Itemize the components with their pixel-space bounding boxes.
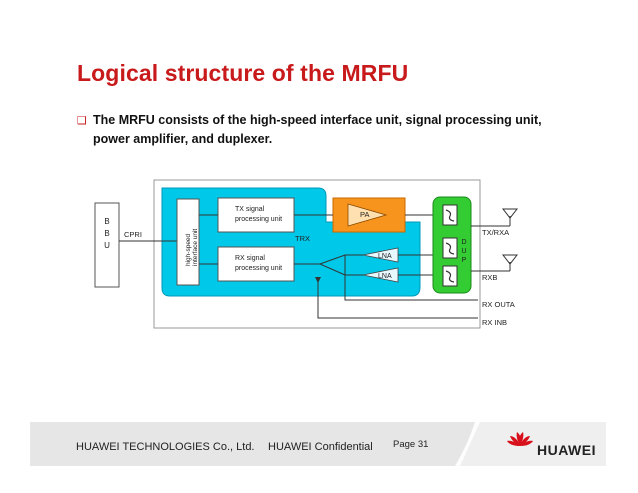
antenna-b-icon [501,254,519,265]
rx-label-1: RX signal [235,255,265,262]
rx-inb-line [315,277,478,319]
slide-title: Logical structure of the MRFU [77,60,409,86]
tx-label-1: TX signal [235,206,265,213]
port-rxouta: RX OUTA [482,300,515,309]
tx-box [217,197,295,233]
rx-outa-line [344,255,478,301]
bullet-icon: ❑ [77,114,87,127]
dup-label-u: U [461,248,466,255]
hsi-label-1: high-speed [185,233,192,266]
footer-page: Page 31 [393,439,429,450]
hsi-box [176,198,200,286]
rx-label-2: processing unit [235,265,282,272]
bullet-text: The MRFU consists of the high-speed inte… [93,113,542,146]
port-rxinb: RX INB [482,318,507,327]
rx-box [217,246,295,282]
dup-label-p: P [462,257,467,264]
footer-confidential: HUAWEI Confidential [268,441,373,453]
bbu-box [94,202,120,288]
antenna-a-icon [501,208,519,219]
bbu-label-b1: B [104,217,109,226]
port-rxb: RXB [482,273,497,282]
bbu-label-b2: B [104,229,109,238]
pa-label: PA [360,210,369,219]
trx-label: TRX [295,234,310,243]
huawei-logo-icon [507,432,533,446]
cpri-label: CPRI [124,230,142,239]
hsi-label-2: interface unit [192,229,199,266]
footer-company: HUAWEI TECHNOLOGIES Co., Ltd. [76,441,255,453]
lna-label-2: LNA [378,273,392,280]
pa-triangle [347,203,388,227]
footer-logo-text: HUAWEI [537,442,596,458]
bbu-label-u: U [104,241,110,250]
port-txrxa: TX/RXA [482,228,509,237]
tx-label-2: processing unit [235,216,282,223]
dup-label-d: D [461,239,466,246]
lna-label-1: LNA [378,253,392,260]
